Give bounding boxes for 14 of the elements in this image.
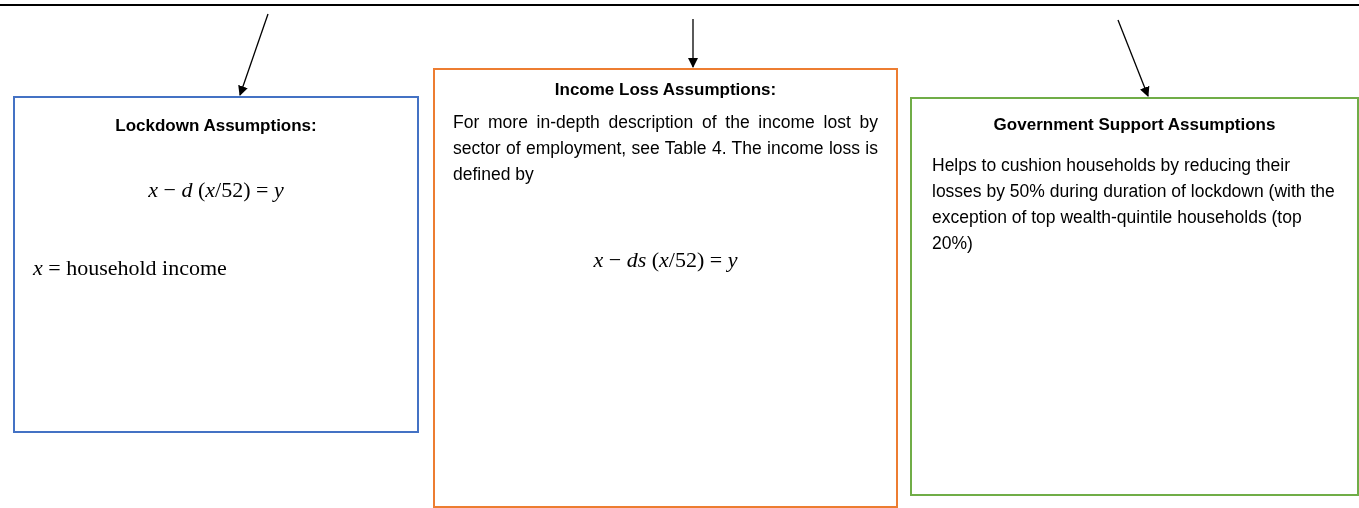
assumption-box (13, 96, 419, 433)
description-text: For more in-depth description of the income lost by sector of employment, see Table 4. The income loss is defined by (453, 110, 878, 187)
arrow (238, 13, 269, 96)
arrow (688, 18, 698, 68)
formula: x − ds (x/52) = y (593, 247, 738, 274)
box-heading: Lockdown Assumptions: (114, 115, 318, 137)
description-text: Helps to cushion households by reducing their losses by 50% during duration of lockdown (with the exception of top wealth-quintile households (top 20%) (932, 153, 1336, 256)
box-heading: Government Support Assumptions (992, 114, 1277, 136)
assumption-box (433, 68, 898, 508)
variable-definition: x = household income (33, 254, 228, 281)
box-heading: Income Loss Assumptions: (553, 79, 778, 101)
arrow (1117, 19, 1150, 97)
formula: x − d (x/52) = y (148, 176, 284, 203)
assumption-box (910, 97, 1359, 496)
